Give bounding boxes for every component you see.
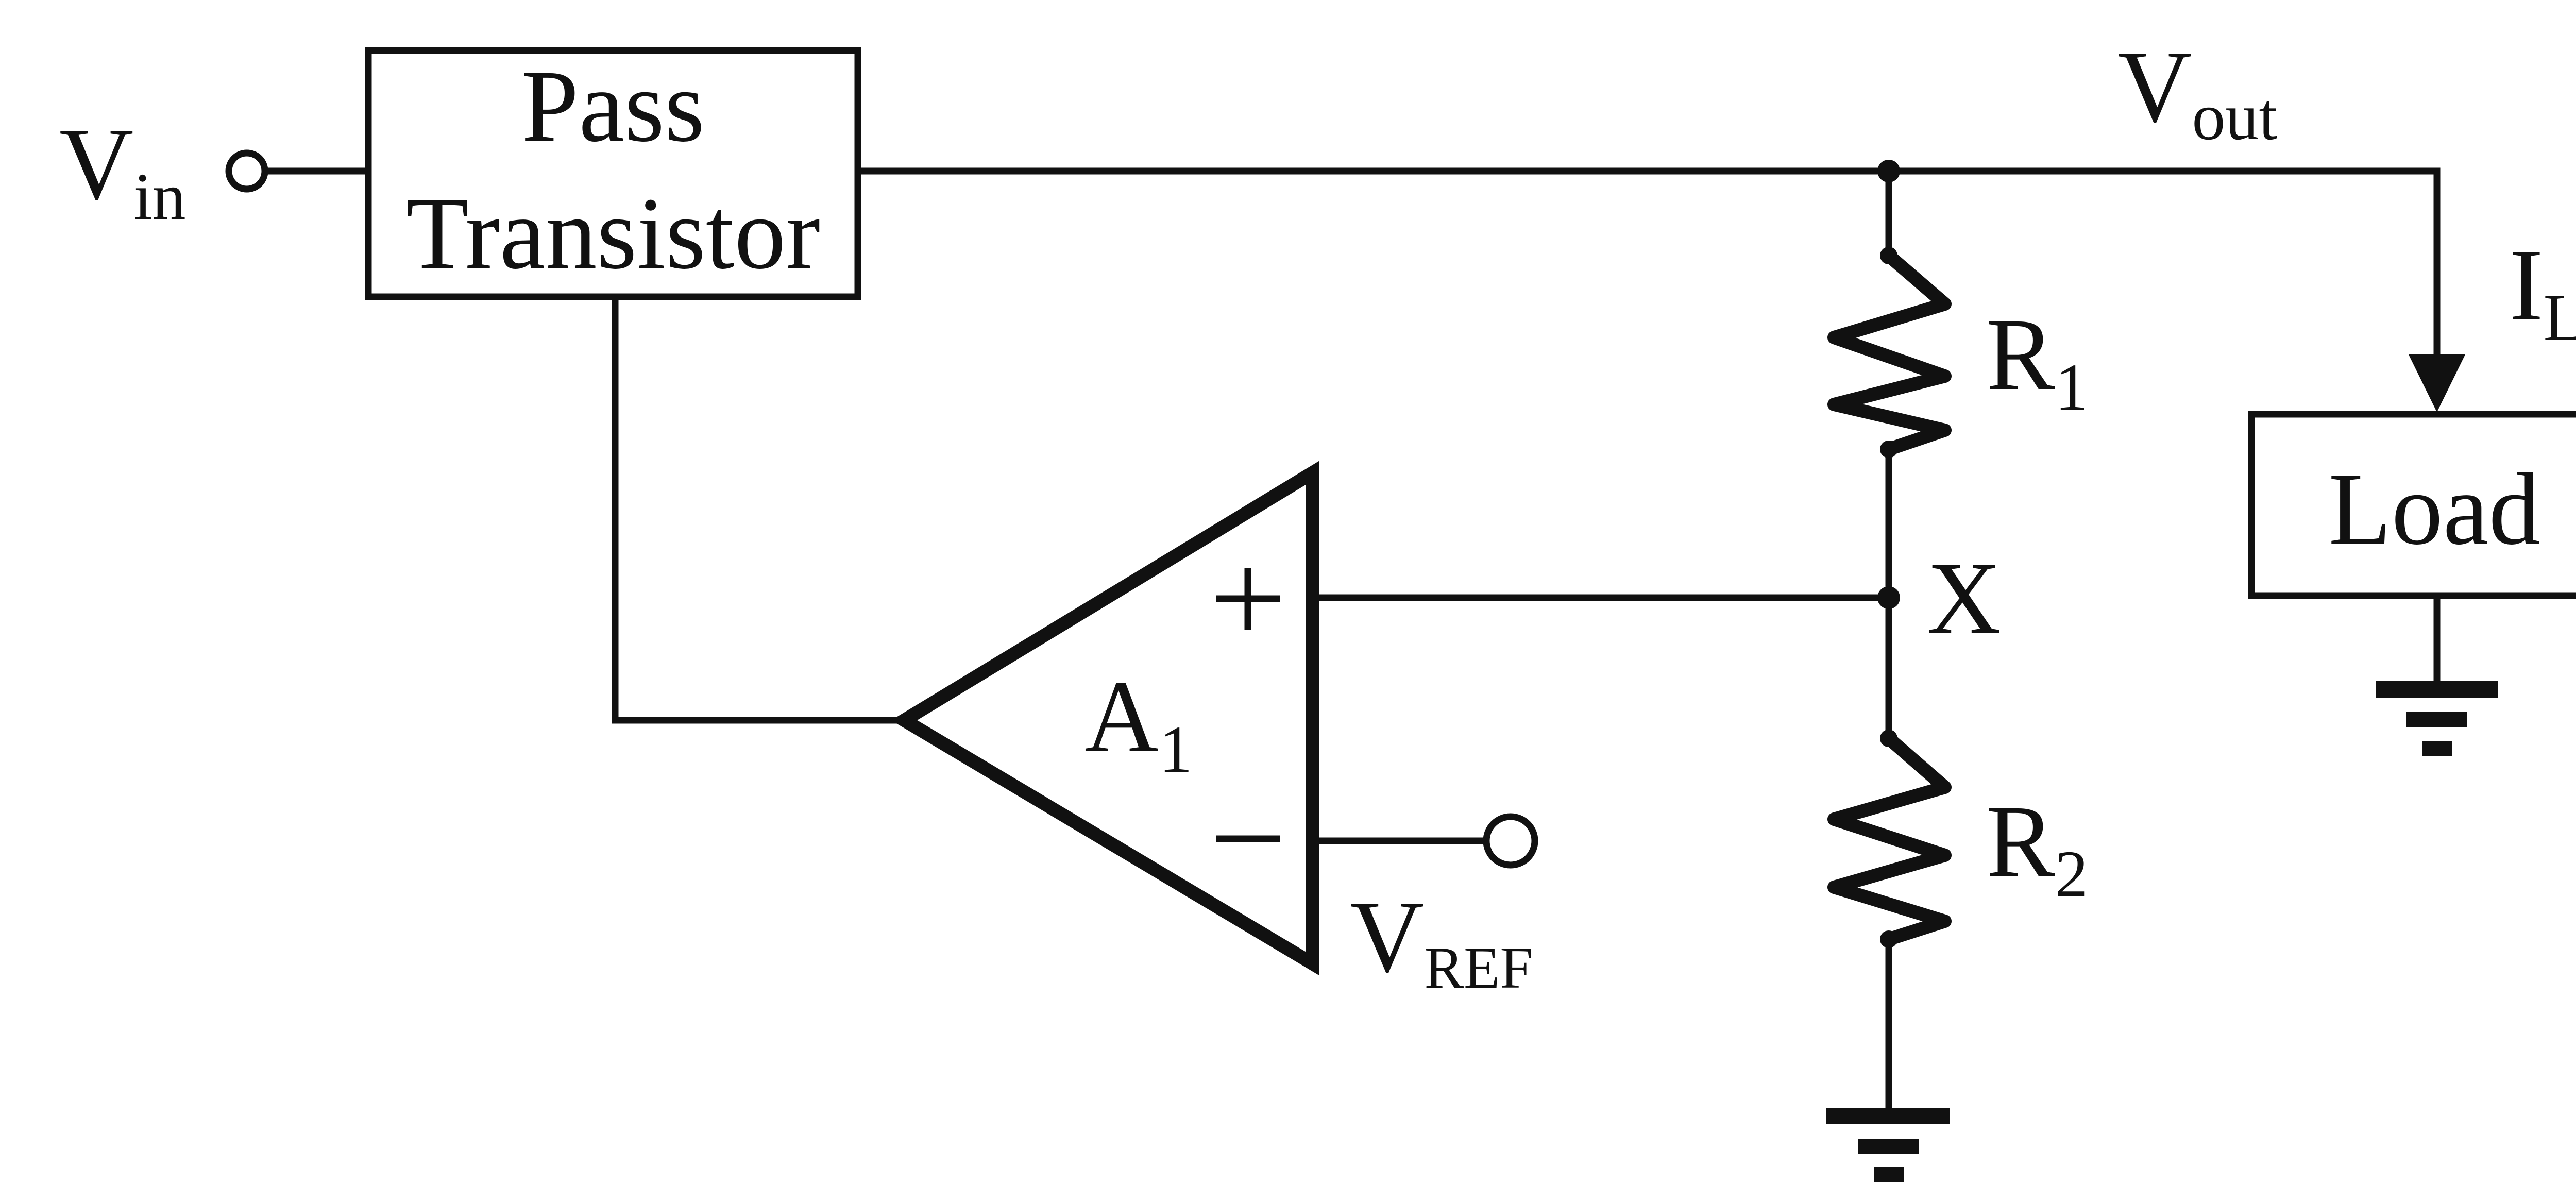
- vout-label: Vout: [2117, 30, 2278, 154]
- r2-label-main: R: [1986, 785, 2055, 899]
- wires: [261, 167, 2441, 1111]
- pass-transistor-label-line2: Transistor: [406, 177, 820, 291]
- il-label: IL: [2509, 228, 2576, 355]
- a1-label: A1: [1084, 660, 1192, 787]
- vin-terminal: [225, 149, 268, 193]
- vref-label: VREF: [1350, 880, 1533, 1001]
- vout-label-sub: out: [2192, 80, 2277, 154]
- load-current-arrowhead: [2409, 354, 2465, 412]
- load-ground-symbol: [2376, 681, 2498, 756]
- vin-label: Vin: [59, 107, 186, 234]
- r2-label-sub: 2: [2055, 837, 2088, 911]
- r1-label-main: R: [1986, 298, 2055, 412]
- plus-sign-icon: [1216, 568, 1280, 630]
- r1-resistor: [1827, 249, 1952, 456]
- r2-label: R2: [1986, 785, 2088, 911]
- load-ground-bar-2: [2406, 712, 2467, 727]
- vin-label-main: V: [59, 107, 133, 221]
- a1-label-sub: 1: [1159, 713, 1192, 787]
- error-amplifier-a1: [891, 461, 1319, 975]
- load-ground-bar-1: [2376, 681, 2498, 698]
- vout-label-main: V: [2117, 30, 2192, 144]
- r1-label: R1: [1986, 298, 2088, 425]
- pass-transistor-label-line1: Pass: [521, 49, 705, 163]
- divider-ground-bar-3: [1874, 1167, 1904, 1182]
- vref-label-main: V: [1350, 880, 1424, 994]
- pass-transistor-block: [365, 47, 861, 300]
- r1-label-sub: 1: [2055, 350, 2088, 425]
- divider-ground-bar-2: [1858, 1139, 1919, 1154]
- il-label-sub: L: [2544, 281, 2576, 355]
- load-ground-bar-3: [2422, 741, 2452, 756]
- a1-label-main: A: [1084, 660, 1159, 774]
- load-block: [2248, 411, 2576, 599]
- load-label: Load: [2329, 452, 2540, 566]
- r2-resistor: [1827, 732, 1952, 946]
- divider-ground-bar-1: [1826, 1108, 1950, 1124]
- divider-ground-symbol: [1826, 1108, 1950, 1182]
- wire-gate-drive: [612, 294, 908, 724]
- junction-dot-node-x: [1877, 586, 1900, 609]
- node-x-label: X: [1927, 541, 2001, 655]
- vin-label-sub: in: [133, 160, 185, 234]
- vref-terminal: [1483, 813, 1538, 869]
- vref-label-sub: REF: [1424, 935, 1533, 1001]
- il-label-main: I: [2509, 228, 2544, 342]
- junction-dot-vout: [1877, 160, 1900, 182]
